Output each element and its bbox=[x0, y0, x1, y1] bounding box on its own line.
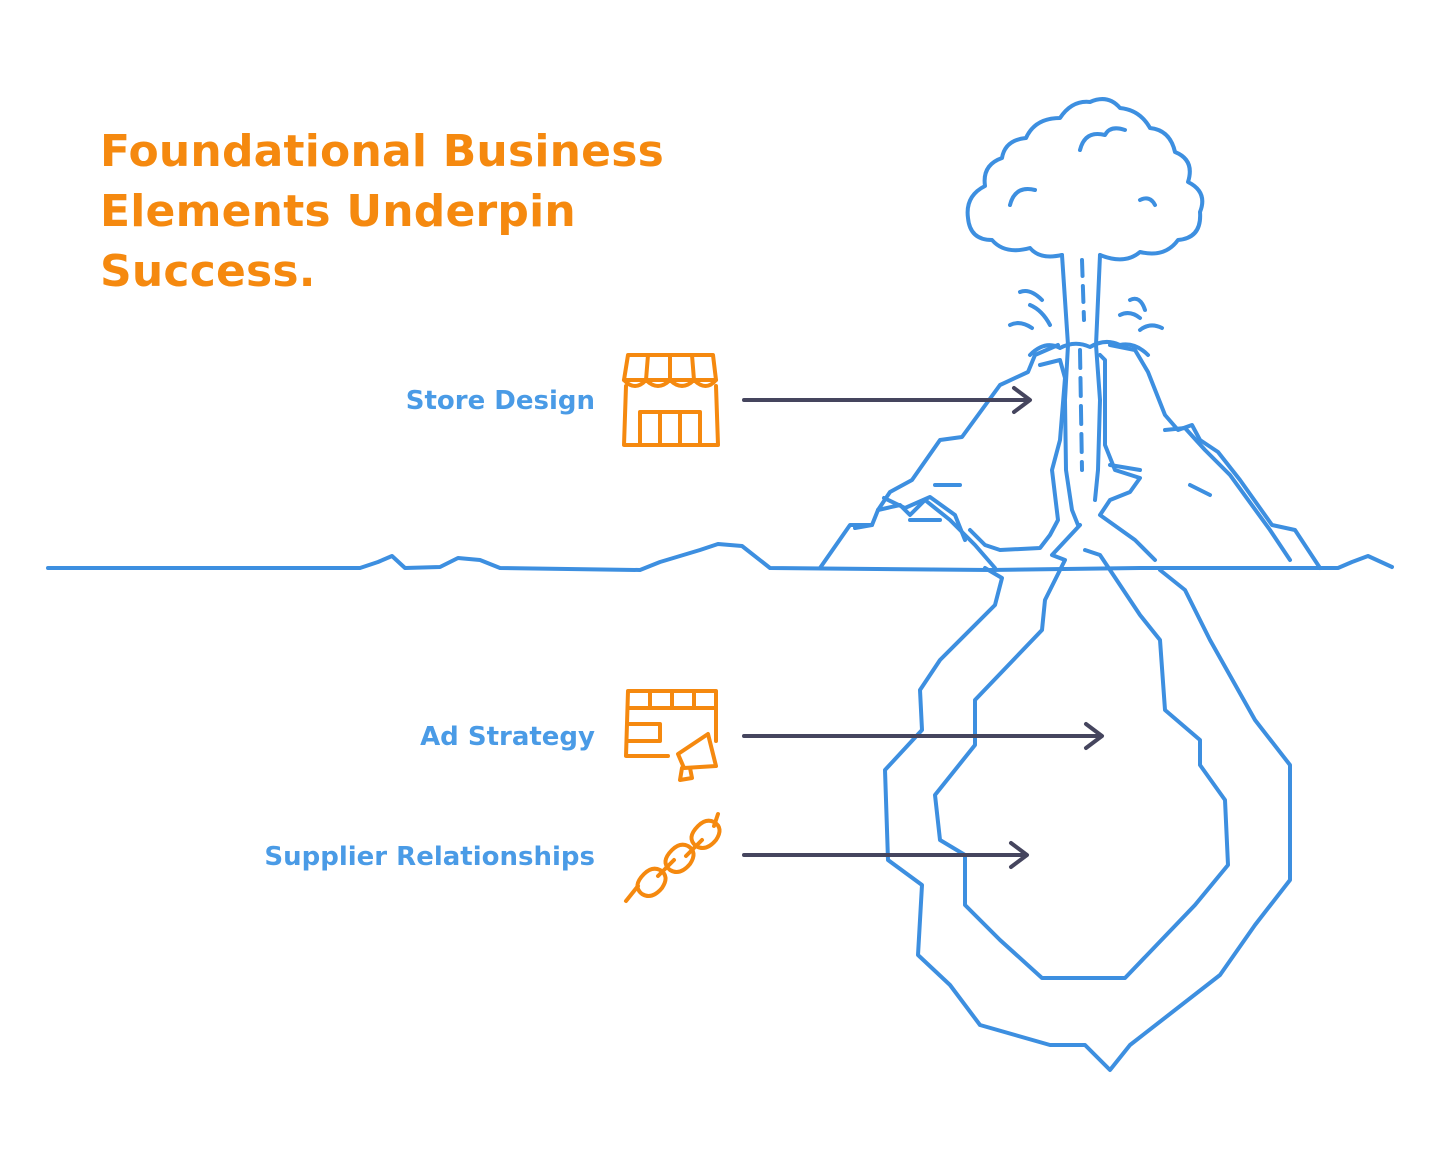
iceberg-top-right bbox=[1108, 343, 1322, 570]
iceberg-underwater-outer bbox=[883, 566, 1292, 1072]
diagram-title: Foundational Business Elements Underpin … bbox=[100, 126, 664, 297]
water-line bbox=[46, 542, 1394, 572]
ad-browser-megaphone-icon bbox=[624, 689, 718, 782]
iceberg-underwater-inner bbox=[933, 523, 1230, 980]
geyser-cloud bbox=[965, 97, 1205, 262]
label-ad-strategy: Ad Strategy bbox=[420, 722, 595, 752]
iceberg-top-left bbox=[818, 343, 1060, 570]
label-supplier-relationships: Supplier Relationships bbox=[264, 842, 595, 872]
chain-link-icon bbox=[624, 812, 722, 903]
label-store-design: Store Design bbox=[405, 386, 595, 416]
storefront-icon bbox=[622, 353, 720, 447]
